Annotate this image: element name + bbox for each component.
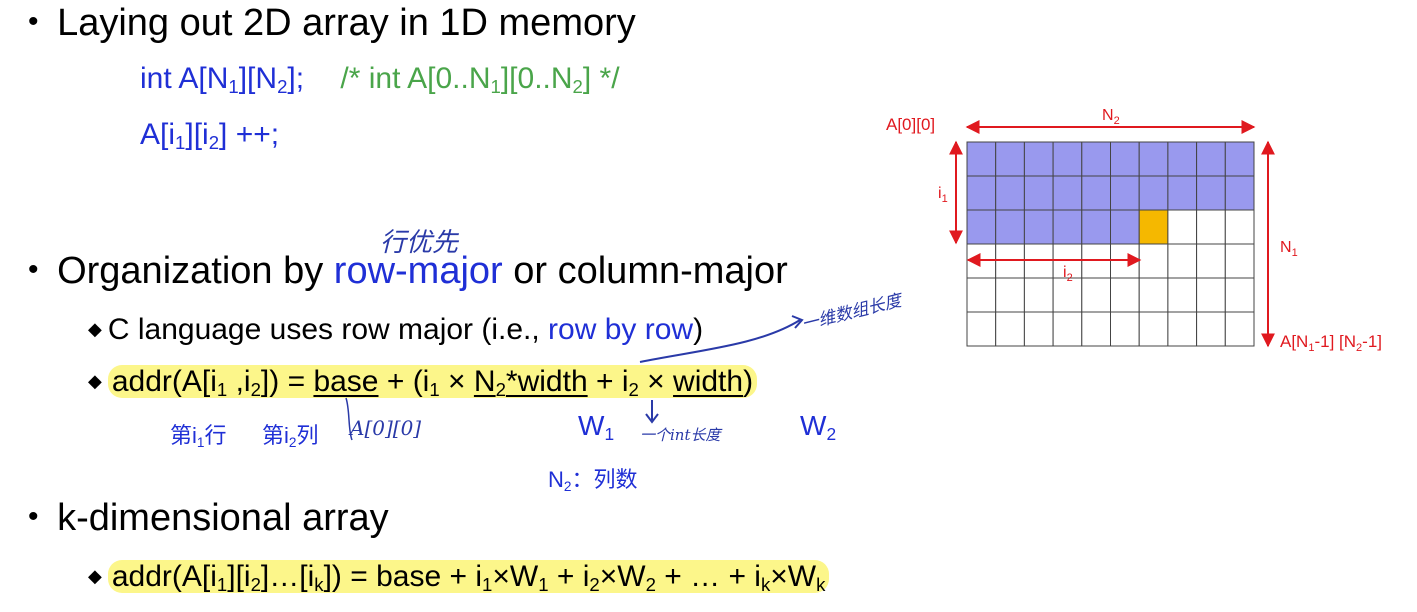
w1-label: W1 <box>578 410 615 444</box>
diamond-bullet: ◆ <box>88 319 102 339</box>
grid-cell <box>1023 141 1054 177</box>
bullet-dot: • <box>28 253 39 286</box>
sub-bullet-formula: ◆addr(A[i1 ,i2]) = base + (i1 × N2*width… <box>88 365 758 401</box>
bullet-3: • k-dimensional array <box>28 497 389 540</box>
arrow-to-array-length-note <box>639 319 801 363</box>
grid-cell <box>1110 277 1140 313</box>
grid-cell <box>1167 141 1198 177</box>
bullet-dot: • <box>28 500 39 533</box>
origin-label: A[0][0] <box>886 115 935 134</box>
grid-cell <box>1196 243 1226 279</box>
grid-cell <box>1224 209 1255 245</box>
grid-cell <box>966 175 997 211</box>
grid-cell <box>1023 209 1054 245</box>
grid-cell <box>1167 175 1198 211</box>
grid-cell <box>995 175 1025 211</box>
grid-cell <box>1023 175 1054 211</box>
i2-label: i2 <box>1063 264 1073 284</box>
col-label: 第i2列 <box>262 423 319 450</box>
grid-cell <box>1110 209 1140 245</box>
sub-bullet-prefix: C language uses row major (i.e., <box>107 313 549 346</box>
grid-cell <box>1138 175 1169 211</box>
grid-cell <box>1110 141 1140 177</box>
n2-columns-note: N2：列数 <box>548 467 638 494</box>
grid-cell <box>1110 175 1140 211</box>
address-formula: addr(A[i1 ,i2]) = base + (i1 × N2*width … <box>107 365 758 400</box>
grid-cell <box>1081 209 1112 245</box>
grid-cell <box>1167 277 1198 313</box>
w1-handnote: 一个int长度 <box>640 426 721 444</box>
code-declaration: int A[N1][N2]; /* int A[0..N1][0..N2] */ <box>140 62 620 98</box>
code-increment: A[i1][i2] ++; <box>140 118 280 154</box>
grid-cell <box>1052 209 1083 245</box>
grid-cell <box>1224 311 1255 347</box>
grid-cell <box>995 209 1025 245</box>
grid-cell <box>1167 243 1198 279</box>
base-bracket <box>345 397 353 441</box>
grid-cell <box>995 141 1025 177</box>
bullet-2-prefix: Organization by <box>57 250 334 292</box>
last-element-label: A[N1-1] [N2-1] <box>1280 332 1382 354</box>
grid-cell <box>1110 311 1140 347</box>
grid-cell <box>1081 141 1112 177</box>
grid-cell <box>1224 141 1255 177</box>
target-cell <box>1138 209 1169 245</box>
i1-label: i1 <box>938 185 948 205</box>
grid-cell <box>966 277 997 313</box>
w2-label: W2 <box>800 410 837 444</box>
grid-cell <box>1167 311 1198 347</box>
grid-cell <box>1052 141 1083 177</box>
grid-cell <box>1138 141 1169 177</box>
array-layout-diagram: A[0][0] N2 i1 i2 N1 A[N1-1] [N2-1] <box>886 107 1382 354</box>
n2-label: N2 <box>1102 107 1120 127</box>
bullet-dot: • <box>28 5 39 38</box>
bullet-3-title: k-dimensional array <box>57 497 389 539</box>
base-handnote: A[0][0] <box>350 416 422 440</box>
row-major-term: row-major <box>333 250 503 292</box>
grid-cell <box>1224 243 1255 279</box>
array-grid <box>966 141 1255 347</box>
arrow-head <box>645 413 659 424</box>
grid-cell <box>1081 311 1112 347</box>
grid-cell <box>1224 277 1255 313</box>
grid-cell <box>1196 277 1226 313</box>
grid-cell <box>1196 175 1226 211</box>
grid-cell <box>995 311 1025 347</box>
code-comment: /* int A[0..N1][0..N2] */ <box>340 62 620 98</box>
grid-cell <box>1167 209 1198 245</box>
sub-bullet-c-language: ◆C language uses row major (i.e., row by… <box>88 313 703 347</box>
arrow-head <box>791 315 804 329</box>
grid-cell <box>966 141 997 177</box>
handnote-row-priority: 行优先 <box>380 228 459 258</box>
grid-cell <box>995 277 1025 313</box>
grid-cell <box>1224 175 1255 211</box>
sub-bullet-suffix: ) <box>693 313 704 346</box>
grid-cell <box>1138 277 1169 313</box>
row-label: 第i1行 <box>170 423 227 450</box>
grid-cell <box>1052 175 1083 211</box>
grid-cell <box>1023 311 1054 347</box>
grid-cell <box>1052 311 1083 347</box>
sub-bullet-k-formula: ◆addr(A[i1][i2]…[ik]) = base + i1×W1 + i… <box>88 560 830 596</box>
k-dim-formula: addr(A[i1][i2]…[ik]) = base + i1×W1 + i2… <box>107 560 830 595</box>
grid-cell <box>1196 209 1226 245</box>
grid-cell <box>966 311 997 347</box>
grid-cell <box>1196 311 1226 347</box>
bullet-1: • Laying out 2D array in 1D memory <box>28 2 636 45</box>
grid-cell <box>1138 243 1169 279</box>
bullet-2-suffix: or column-major <box>502 250 788 292</box>
diamond-bullet: ◆ <box>88 371 102 391</box>
grid-cell <box>1081 175 1112 211</box>
bullet-2: • Organization by row-major or column-ma… <box>28 250 788 293</box>
grid-cell <box>1138 311 1169 347</box>
row-by-row-term: row by row <box>548 313 694 346</box>
grid-cell <box>1196 141 1226 177</box>
grid-cell <box>1023 277 1054 313</box>
grid-cell <box>1081 277 1112 313</box>
grid-cell <box>966 209 997 245</box>
bullet-1-title: Laying out 2D array in 1D memory <box>57 2 636 44</box>
n1-label: N1 <box>1280 239 1298 259</box>
diamond-bullet: ◆ <box>88 566 102 586</box>
